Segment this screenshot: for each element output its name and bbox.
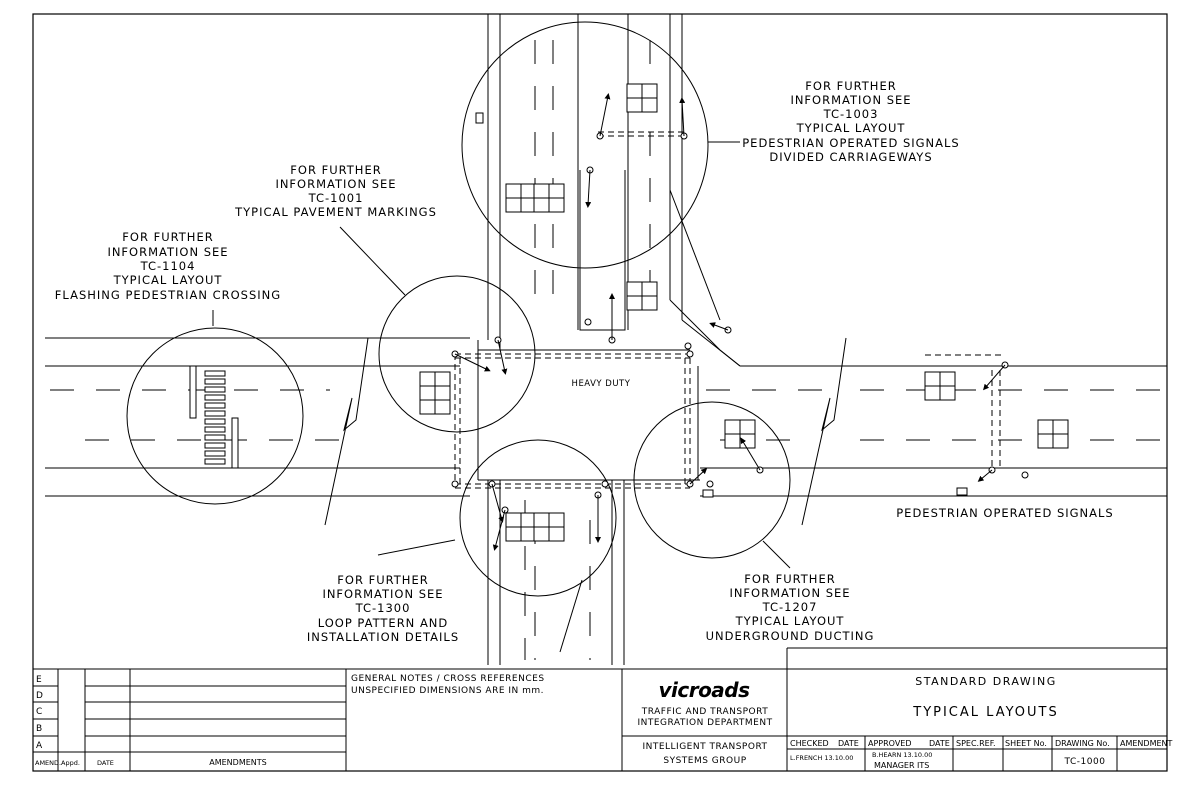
pedestrian-operated-signals-label: PEDESTRIAN OPERATED SIGNALS [896, 506, 1114, 520]
callout-line: TC-1104 [140, 259, 196, 273]
callout-line: FOR FURTHER [805, 79, 896, 93]
checked-value: L.FRENCH 13.10.00 [790, 754, 853, 762]
callout-tc1001: FOR FURTHER INFORMATION SEE TC-1001 TYPI… [234, 163, 437, 219]
drawing-title: TYPICAL LAYOUTS [912, 705, 1059, 720]
callout-line: UNDERGROUND DUCTING [706, 629, 875, 643]
leader-lines [212, 141, 791, 569]
callout-line: INSTALLATION DETAILS [307, 630, 459, 644]
callout-line: TC-1001 [308, 191, 364, 205]
detail-circles [126, 21, 791, 597]
amend-letter: A [36, 741, 43, 751]
title-block [33, 647, 1167, 771]
amend-letter: E [36, 675, 42, 685]
callout-line: DIVIDED CARRIAGEWAYS [769, 150, 932, 164]
callout-line: FOR FURTHER [122, 230, 213, 244]
notes-text: UNSPECIFIED DIMENSIONS ARE IN mm. [351, 686, 544, 696]
callout-line: LOOP PATTERN AND [318, 616, 449, 630]
callout-line: INFORMATION SEE [322, 587, 443, 601]
callout-tc1104: FOR FURTHER INFORMATION SEE TC-1104 TYPI… [55, 230, 281, 302]
callout-line: TC-1003 [823, 107, 879, 121]
header-approved-date: DATE [929, 739, 950, 748]
detail-circle-tc1104 [126, 327, 304, 505]
callout-line: TYPICAL LAYOUT [796, 121, 906, 135]
approved-value: B.HEARN 13.10.00 [872, 751, 932, 759]
notes-heading: GENERAL NOTES / CROSS REFERENCES [351, 674, 545, 684]
department-line: TRAFFIC AND TRANSPORT [641, 707, 768, 717]
standard-drawing-label: STANDARD DRAWING [915, 675, 1056, 688]
callout-line: PEDESTRIAN OPERATED SIGNALS [742, 136, 960, 150]
buildings [419, 83, 1069, 542]
amend-letter: B [36, 724, 43, 734]
signoff-headers: CHECKED DATE APPROVED DATE SPEC.REF. SHE… [790, 739, 1173, 748]
approved-role: MANAGER ITS [874, 761, 929, 770]
road-network [45, 14, 1167, 665]
drawing-number: TC-1000 [1064, 757, 1106, 767]
flashing-pedestrian-crossing [189, 365, 239, 469]
header-drawing-no: DRAWING No. [1055, 739, 1110, 748]
detail-circle-tc1003 [461, 21, 709, 269]
callout-line: INFORMATION SEE [729, 586, 850, 600]
amend-letter: C [36, 707, 43, 717]
header-sheet-no: SHEET No. [1005, 739, 1047, 748]
callout-line: TYPICAL LAYOUT [113, 273, 223, 287]
callout-line: FOR FURTHER [290, 163, 381, 177]
signal-arrows [454, 93, 1006, 551]
callout-line: FLASHING PEDESTRIAN CROSSING [55, 288, 281, 302]
vicroads-logo: vicroads [658, 678, 750, 702]
detail-circle-tc1300 [459, 439, 617, 597]
header-date: DATE [97, 759, 114, 767]
department-line: INTEGRATION DEPARTMENT [637, 718, 772, 728]
callout-line: FOR FURTHER [337, 573, 428, 587]
callout-tc1207: FOR FURTHER INFORMATION SEE TC-1207 TYPI… [706, 572, 875, 643]
header-appd: Appd. [61, 759, 80, 767]
callout-line: TYPICAL PAVEMENT MARKINGS [234, 205, 437, 219]
amendment-headers: AMEND. Appd. DATE AMENDMENTS [35, 758, 267, 767]
detail-circle-tc1207 [633, 401, 791, 559]
group-line: INTELLIGENT TRANSPORT [642, 742, 767, 752]
header-amendments: AMENDMENTS [209, 758, 266, 767]
header-approved: APPROVED [868, 739, 912, 748]
callout-line: INFORMATION SEE [790, 93, 911, 107]
signal-cabling [454, 131, 1005, 489]
callout-line: INFORMATION SEE [275, 177, 396, 191]
amendment-letters: E D C B A [36, 675, 43, 751]
amend-letter: D [36, 691, 43, 701]
header-amendment: AMENDMENT [1120, 739, 1173, 748]
callout-line: TC-1207 [762, 600, 818, 614]
callout-line: FOR FURTHER [744, 572, 835, 586]
heavy-duty-label: HEAVY DUTY [572, 379, 631, 389]
drawing-frame [32, 13, 1168, 772]
callout-tc1300: FOR FURTHER INFORMATION SEE TC-1300 LOOP… [307, 573, 459, 644]
callout-tc1003: FOR FURTHER INFORMATION SEE TC-1003 TYPI… [742, 79, 960, 164]
junction-boxes [475, 112, 968, 498]
group-line: SYSTEMS GROUP [663, 756, 746, 766]
header-spec-ref: SPEC.REF. [956, 739, 996, 748]
header-amend: AMEND. [35, 759, 61, 767]
callout-line: INFORMATION SEE [107, 245, 228, 259]
header-checked-date: DATE [838, 739, 859, 748]
header-checked: CHECKED [790, 739, 829, 748]
callout-line: TC-1300 [355, 601, 411, 615]
callout-line: TYPICAL LAYOUT [735, 614, 845, 628]
